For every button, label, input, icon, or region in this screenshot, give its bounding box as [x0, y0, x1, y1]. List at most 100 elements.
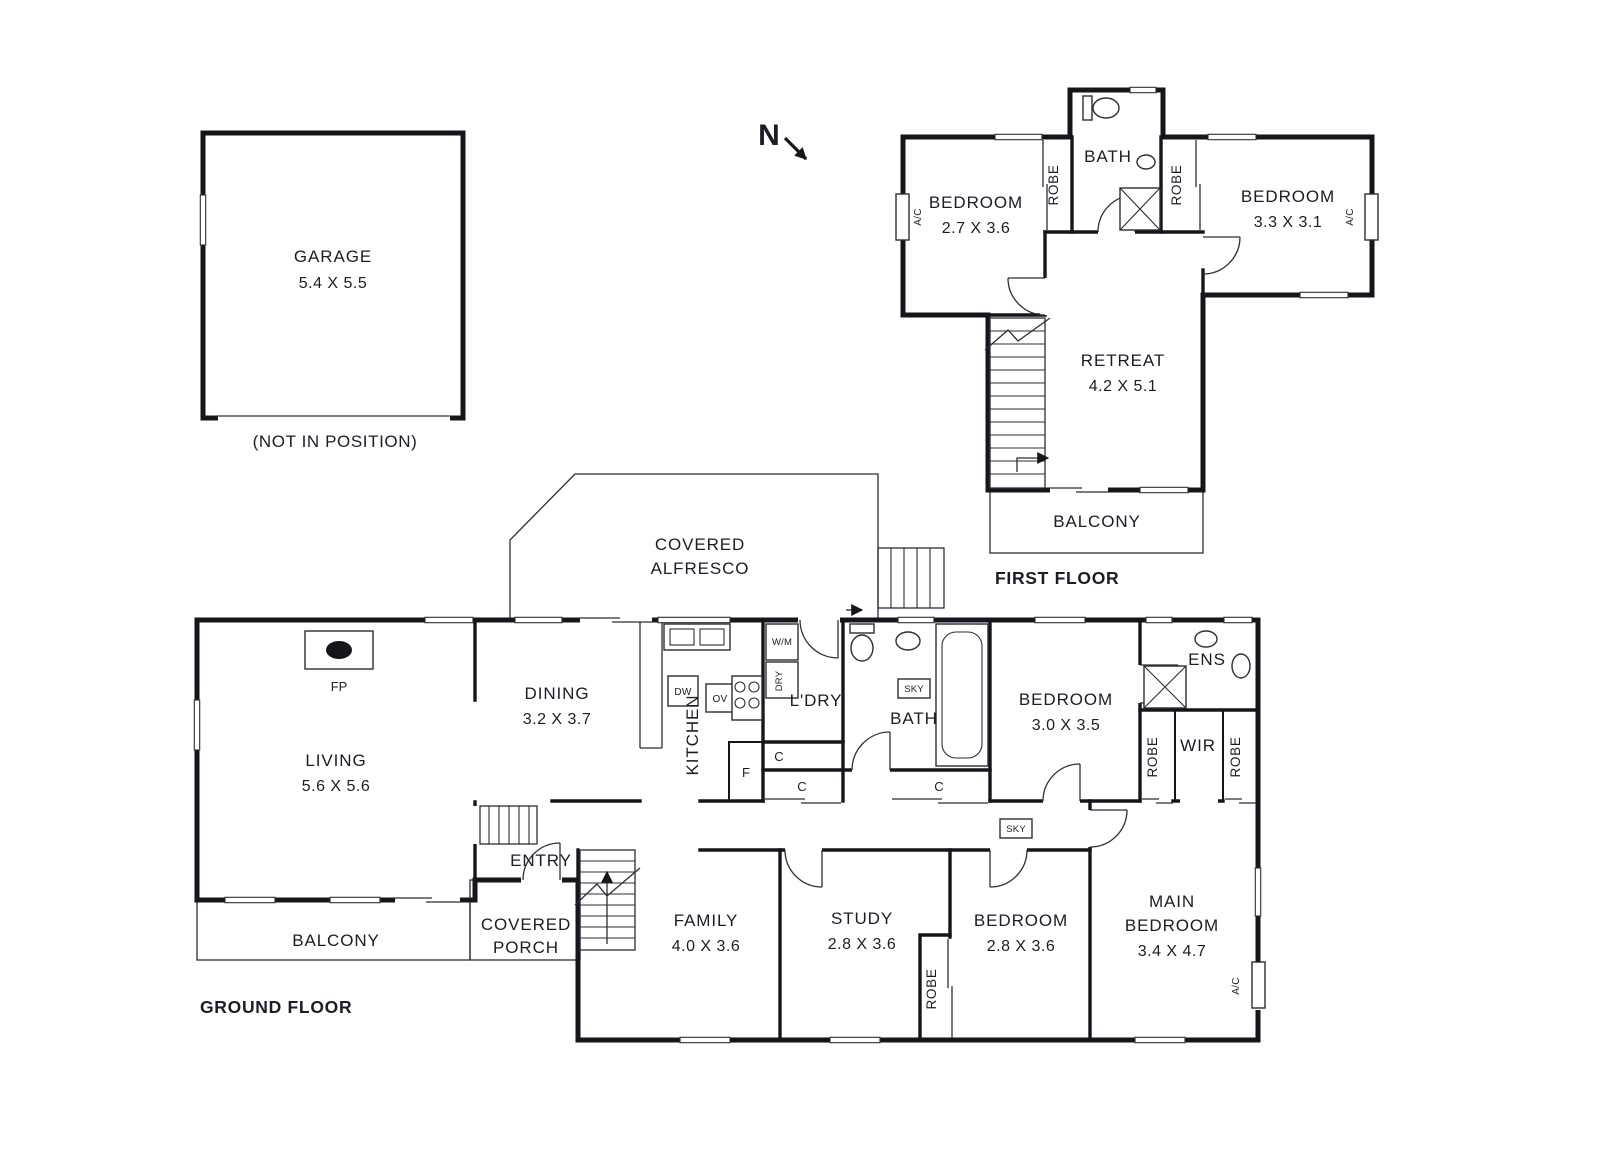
sink-icon-ens	[1194, 630, 1218, 648]
window	[829, 1036, 881, 1044]
sink-icon-ground	[895, 631, 921, 651]
room-label-main-bedroom-2: BEDROOM	[1125, 916, 1219, 935]
window	[193, 699, 201, 751]
robe-doors	[1195, 140, 1201, 230]
window	[1207, 133, 1257, 141]
skylight-label-bath: SKY	[904, 684, 924, 695]
room-label-robe-left: ROBE	[1046, 164, 1061, 205]
entry-steps	[479, 805, 538, 845]
closet-doors	[765, 798, 841, 804]
bathtub-icon	[935, 623, 989, 767]
room-dims-retreat: 4.2 X 5.1	[1089, 378, 1158, 395]
washer-box	[765, 623, 799, 661]
stairs-first-floor	[984, 317, 1051, 489]
ac-label-left: A/C	[913, 208, 924, 226]
toilet-icon-ground	[849, 623, 875, 662]
room-label-bath-first: BATH	[1084, 147, 1132, 166]
window	[1223, 616, 1253, 624]
robe-doors	[1225, 798, 1256, 804]
room-label-robe-right: ROBE	[1169, 164, 1184, 205]
door-bedroom-right	[1202, 236, 1241, 275]
window	[1254, 867, 1262, 917]
room-label-bedroom-left: BEDROOM	[929, 193, 1023, 212]
window	[1145, 616, 1173, 624]
room-label-bedroom-mid: BEDROOM	[1019, 690, 1113, 709]
dishwasher-label: DW	[674, 687, 692, 698]
room-label-living: LIVING	[305, 751, 366, 770]
door-front-entry	[522, 842, 561, 881]
oven-box	[705, 683, 735, 713]
room-label-entry: ENTRY	[510, 851, 572, 870]
north-label: N	[758, 119, 780, 152]
room-label-retreat: RETREAT	[1081, 351, 1165, 370]
room-dims-bedroom-mid: 3.0 X 3.5	[1032, 717, 1101, 734]
room-dims-garage: 5.4 X 5.5	[299, 275, 368, 292]
ground-floor-plan: COVERED ALFRESCO FP LIVING 5.6 X 5.6 DIN…	[192, 473, 1266, 1045]
closet-doors	[892, 798, 988, 804]
washer-label: W/M	[772, 637, 792, 648]
window	[1134, 1036, 1186, 1044]
room-dims-living: 5.6 X 5.6	[302, 778, 371, 795]
closet-label-1: C	[797, 779, 806, 794]
sliding-door	[395, 897, 460, 903]
room-label-balcony-ground: BALCONY	[292, 931, 380, 950]
sliding-door	[1050, 487, 1108, 493]
floor-title-ground: GROUND FLOOR	[200, 997, 352, 1017]
door-study	[784, 849, 823, 888]
ac-unit	[895, 193, 910, 241]
kitchen-sink-icon	[663, 623, 731, 651]
room-dims-main-bedroom: 3.4 X 4.7	[1138, 943, 1207, 960]
room-label-ens: ENS	[1188, 650, 1226, 669]
room-dims-bedroom-rear: 2.8 X 3.6	[987, 938, 1056, 955]
shower-icon	[1119, 187, 1161, 231]
room-label-robe-left-ground: ROBE	[1145, 736, 1160, 777]
fridge-label: F	[742, 765, 750, 780]
kitchen-bench	[639, 622, 663, 749]
oven-label: OV	[712, 694, 727, 705]
toilet-icon	[1082, 95, 1120, 121]
balcony-outline	[196, 899, 471, 961]
room-label-balcony-first: BALCONY	[1053, 512, 1141, 531]
room-label-family: FAMILY	[674, 911, 739, 930]
toilet-icon-ens	[1231, 653, 1251, 679]
window	[329, 896, 381, 904]
room-label-garage: GARAGE	[294, 247, 372, 266]
stairs-ground-floor	[574, 849, 641, 951]
room-dims-bedroom-right: 3.3 X 3.1	[1254, 214, 1323, 231]
cooktop-icon	[731, 675, 763, 721]
ac-unit	[1364, 193, 1379, 241]
room-label-laundry: L'DRY	[790, 691, 843, 710]
door-bedroom-left	[1007, 277, 1046, 316]
room-label-main-bedroom-1: MAIN	[1149, 892, 1195, 911]
shower-icon-ens	[1143, 665, 1187, 709]
alfresco-steps	[877, 547, 945, 609]
window	[1129, 86, 1157, 94]
room-label-alfresco-1: COVERED	[655, 535, 745, 554]
room-label-porch-1: COVERED	[481, 915, 571, 934]
window	[1139, 486, 1189, 494]
first-floor-plan: BEDROOM 2.7 X 3.6 BEDROOM 3.3 X 3.1 BATH…	[895, 85, 1379, 588]
room-dims-bedroom-left: 2.7 X 3.6	[942, 220, 1011, 237]
room-label-wir: WIR	[1180, 736, 1216, 755]
fireplace-icon	[304, 630, 374, 670]
skylight-label-hall: SKY	[1006, 824, 1026, 835]
skylight-box-hall	[999, 818, 1033, 839]
room-dims-study: 2.8 X 3.6	[828, 936, 897, 953]
door-main-bedroom	[1089, 809, 1128, 848]
door-bedroom-mid	[1042, 763, 1081, 802]
room-label-bath-ground: BATH	[890, 709, 938, 728]
room-label-bedroom-rear: BEDROOM	[974, 911, 1068, 930]
window	[514, 616, 563, 624]
ac-unit	[1251, 961, 1266, 1009]
room-label-study: STUDY	[831, 909, 893, 928]
room-label-bedroom-right: BEDROOM	[1241, 187, 1335, 206]
skylight-box-bath	[897, 678, 931, 699]
window	[657, 616, 731, 624]
north-arrow-line	[783, 136, 808, 161]
window	[679, 1036, 731, 1044]
ac-label-main: A/C	[1231, 977, 1242, 995]
robe-doors	[1042, 140, 1048, 230]
fireplace-label: FP	[331, 679, 348, 694]
